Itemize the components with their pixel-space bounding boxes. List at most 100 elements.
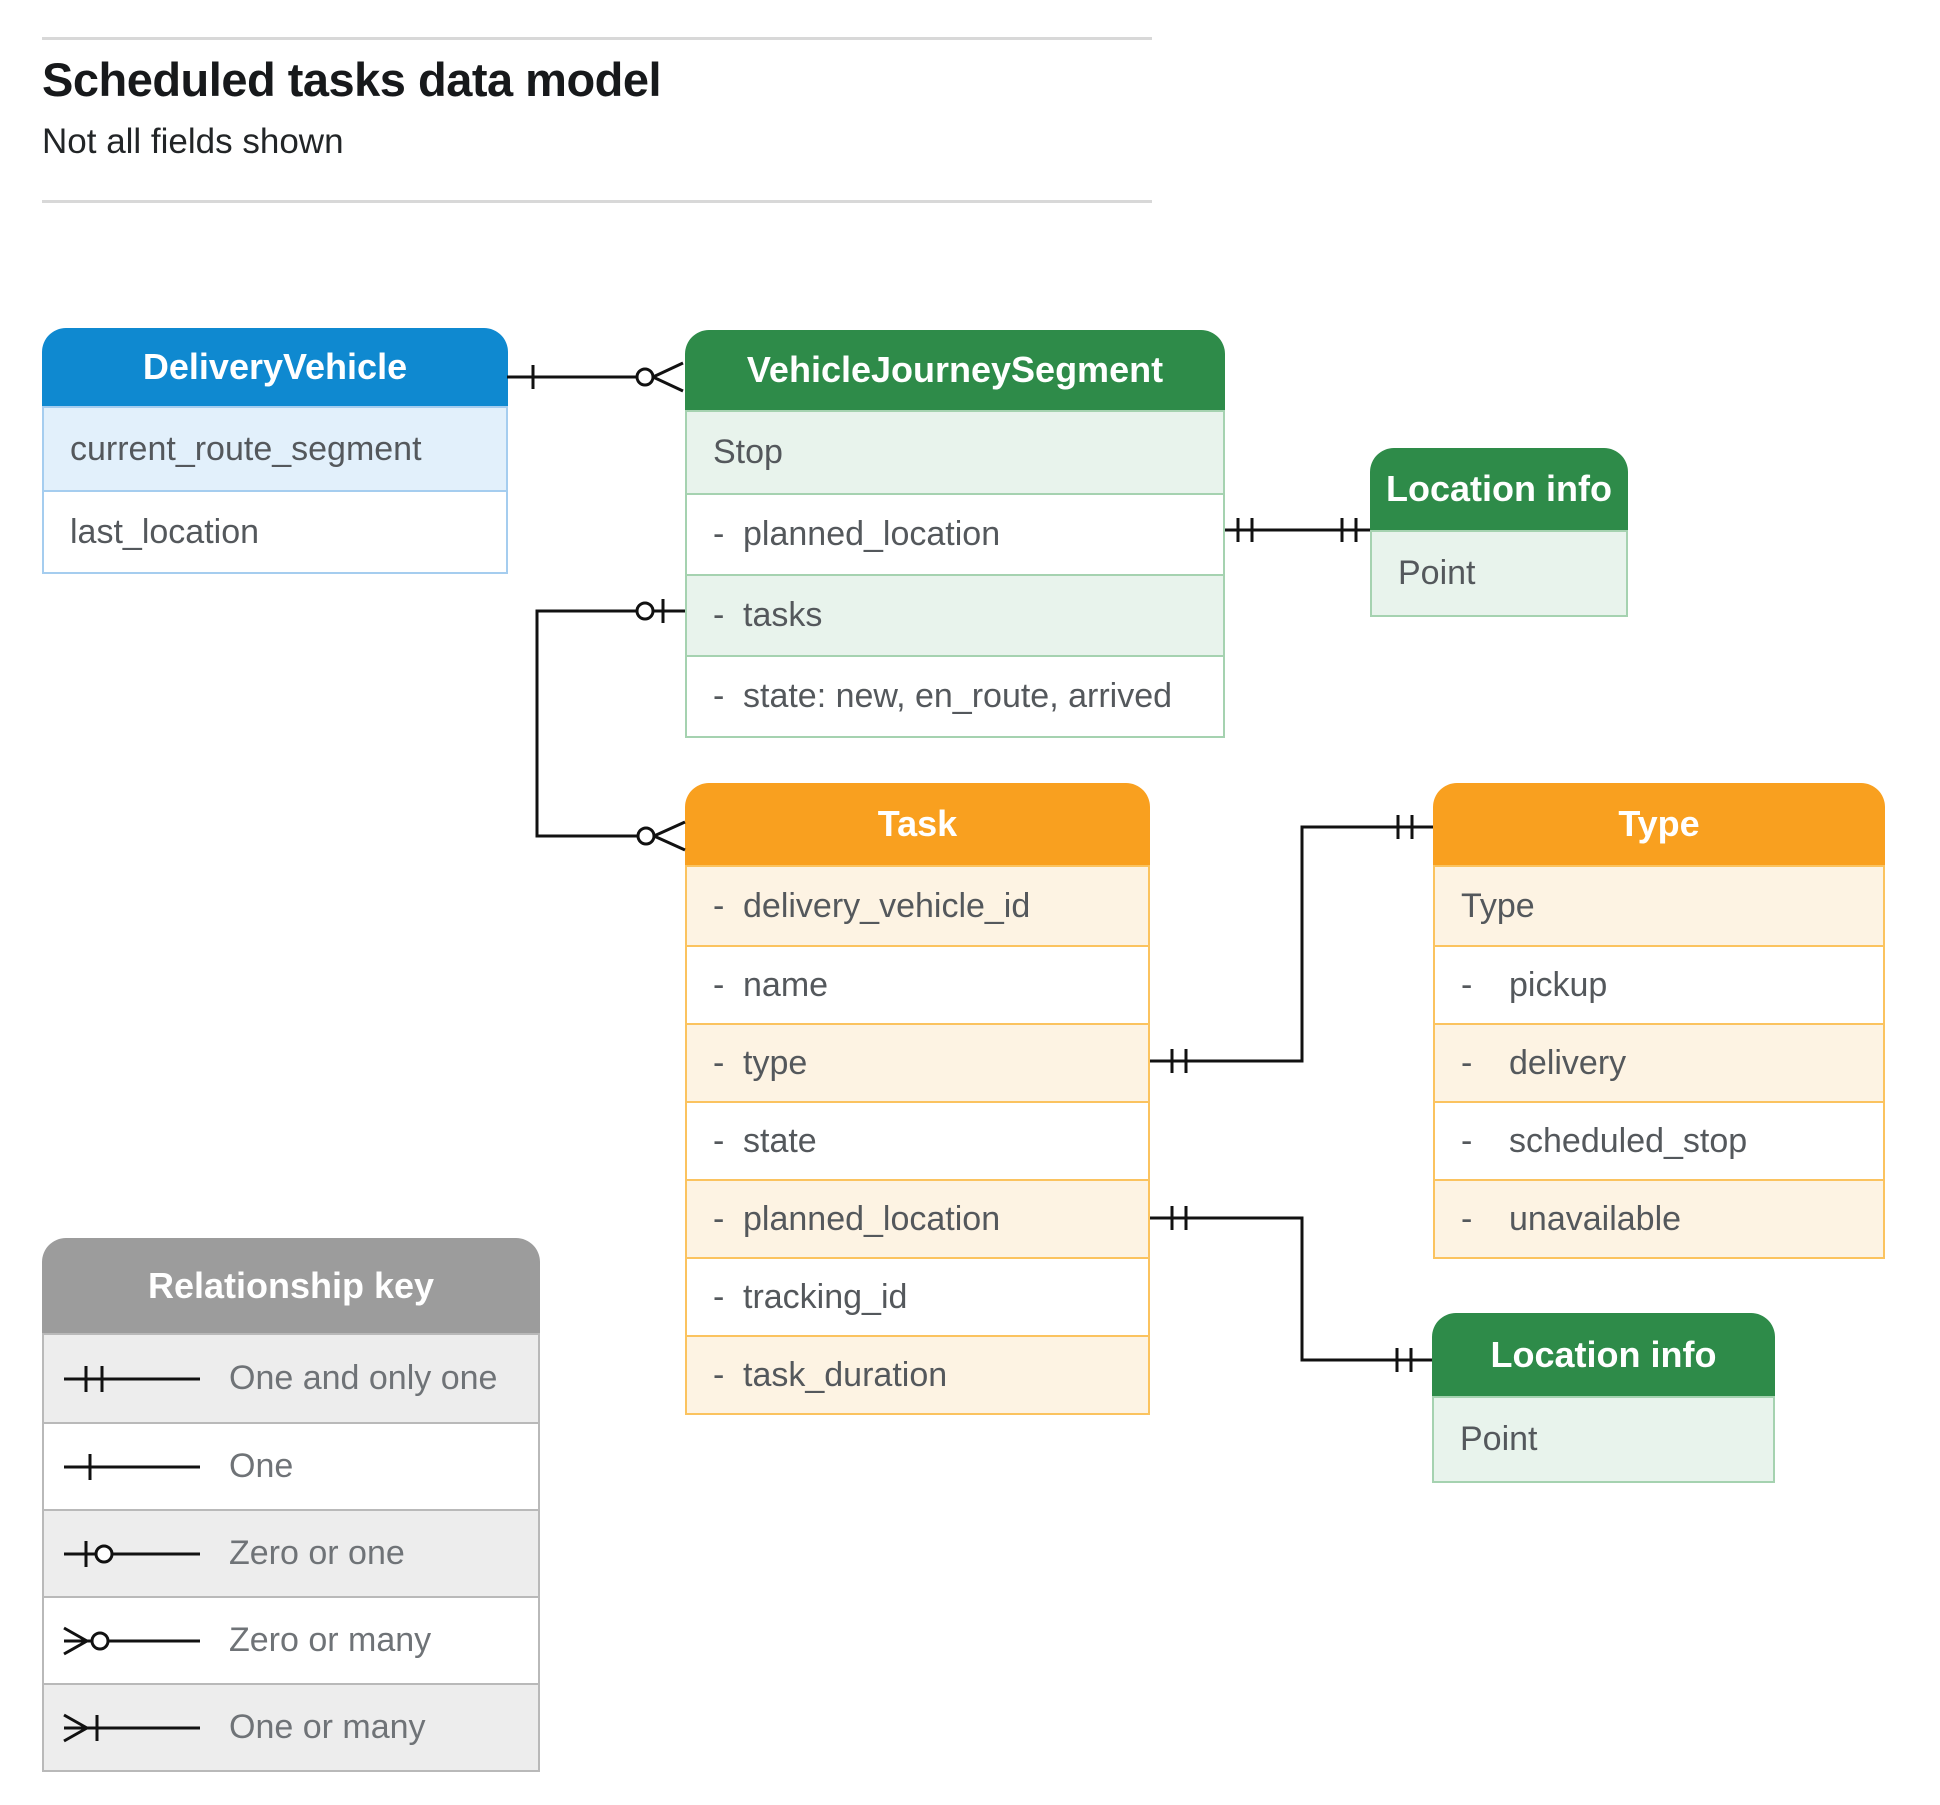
- dash: -: [1461, 1199, 1473, 1238]
- entity-task: Task-delivery_vehicle_id-name-type-state…: [685, 783, 1150, 1415]
- entity-title: Location info: [1432, 1313, 1775, 1396]
- field-planned-location: -planned_location: [687, 1179, 1148, 1257]
- page-title: Scheduled tasks data model: [42, 53, 662, 106]
- field-label: state: new, en_route, arrived: [743, 677, 1173, 715]
- field-label: type: [743, 1043, 808, 1082]
- dash: -: [713, 1355, 725, 1394]
- field-label: last_location: [70, 512, 260, 551]
- cardinality-zero-icon: [635, 367, 655, 387]
- field-label: delivery: [1509, 1043, 1627, 1082]
- field-label: name: [743, 965, 829, 1004]
- field-scheduled-stop: -scheduled_stop: [1435, 1101, 1883, 1179]
- legend-item-label: One and only one: [229, 1359, 498, 1397]
- dash: -: [713, 1121, 725, 1160]
- dash: -: [713, 1277, 725, 1316]
- field-unavailable: -unavailable: [1435, 1179, 1883, 1257]
- cardinality-many-icon: [652, 361, 684, 393]
- zero-or-one-icon: [64, 1540, 200, 1567]
- legend-item-one-and-only-one: One and only one: [44, 1335, 538, 1422]
- field-delivery-vehicle-id: -delivery_vehicle_id: [687, 867, 1148, 945]
- entity-title: VehicleJourneySegment: [685, 330, 1225, 410]
- legend-item-label: One: [229, 1447, 294, 1485]
- entity-title: Relationship key: [42, 1238, 540, 1333]
- entity-title: Location info: [1370, 448, 1628, 530]
- dash: -: [713, 1199, 725, 1238]
- connector-vehiclejourneysegment-tasks-to-task: [535, 599, 686, 852]
- entity-fields: Stop-planned_location-tasks-state: new, …: [685, 410, 1225, 738]
- divider-top: [42, 37, 1152, 40]
- entity-title: DeliveryVehicle: [42, 328, 508, 406]
- field-point: Point: [1372, 532, 1626, 615]
- field-label: planned_location: [743, 1199, 1001, 1238]
- field-label: task_duration: [743, 1355, 948, 1394]
- legend-item-zero-or-many: Zero or many: [44, 1596, 538, 1683]
- legend-item-label: Zero or one: [229, 1534, 405, 1572]
- field-tracking-id: -tracking_id: [687, 1257, 1148, 1335]
- field-state-new-en-route-arrived: -state: new, en_route, arrived: [687, 655, 1223, 736]
- field-type: -type: [687, 1023, 1148, 1101]
- entity-title: Task: [685, 783, 1150, 865]
- field-label: Stop: [713, 433, 783, 471]
- dash: -: [1461, 1121, 1473, 1160]
- dash: -: [713, 886, 725, 925]
- dash: -: [713, 596, 725, 634]
- field-state: -state: [687, 1101, 1148, 1179]
- zero-or-many-icon: [63, 1626, 200, 1655]
- field-planned-location: -planned_location: [687, 493, 1223, 574]
- field-last-location: last_location: [44, 490, 506, 572]
- one-icon: [64, 1453, 200, 1480]
- field-label: scheduled_stop: [1509, 1121, 1748, 1160]
- cardinality-zero-icon: [635, 601, 655, 621]
- legend-item-zero-or-one: Zero or one: [44, 1509, 538, 1596]
- field-label: current_route_segment: [70, 429, 422, 468]
- entity-fields: current_route_segment last_location: [42, 406, 508, 574]
- one-or-many-icon: [63, 1713, 200, 1742]
- field-delivery: -delivery: [1435, 1023, 1883, 1101]
- entity-fields: Point: [1370, 530, 1628, 617]
- dash: -: [713, 965, 725, 1004]
- field-current-route-segment: current_route_segment: [44, 408, 506, 490]
- field-pickup: -pickup: [1435, 945, 1883, 1023]
- field-task-duration: -task_duration: [687, 1335, 1148, 1413]
- connector-deliveryvehicle-to-vehiclejourneysegment: [507, 361, 684, 393]
- connector-vehiclejourneysegment-plannedlocation-to-locationinfo-top: [1225, 518, 1370, 542]
- legend-item-one-or-many: One or many: [44, 1683, 538, 1770]
- entity-fields: -delivery_vehicle_id-name-type-state-pla…: [685, 865, 1150, 1415]
- dash: -: [1461, 1043, 1473, 1082]
- connector-task-plannedlocation-to-locationinfo-bottom: [1150, 1206, 1432, 1372]
- cardinality-zero-icon: [636, 826, 656, 846]
- field-type: Type: [1435, 867, 1883, 945]
- field-label: state: [743, 1121, 817, 1160]
- entity-title: Type: [1433, 783, 1885, 865]
- legend-item-label: Zero or many: [229, 1621, 432, 1659]
- field-name: -name: [687, 945, 1148, 1023]
- field-label: delivery_vehicle_id: [743, 886, 1031, 925]
- entity-fields: Type-pickup-delivery-scheduled_stop-unav…: [1433, 865, 1885, 1259]
- field-label: planned_location: [743, 515, 1001, 553]
- field-stop: Stop: [687, 412, 1223, 493]
- field-label: tracking_id: [743, 1277, 908, 1316]
- dash: -: [1461, 965, 1473, 1004]
- field-label: Point: [1398, 554, 1476, 592]
- page-subtitle: Not all fields shown: [42, 122, 344, 161]
- dash: -: [713, 1043, 725, 1082]
- dash: -: [713, 515, 725, 553]
- field-label: unavailable: [1509, 1199, 1682, 1238]
- legend-item-one: One: [44, 1422, 538, 1509]
- dash: -: [713, 677, 725, 715]
- entity-fields: Point: [1432, 1396, 1775, 1483]
- field-label: Point: [1460, 1420, 1538, 1458]
- cardinality-many-icon: [653, 820, 686, 852]
- field-label: tasks: [743, 596, 823, 634]
- field-tasks: -tasks: [687, 574, 1223, 655]
- connector-task-type-to-type: [1150, 815, 1433, 1073]
- divider-bottom: [42, 200, 1152, 203]
